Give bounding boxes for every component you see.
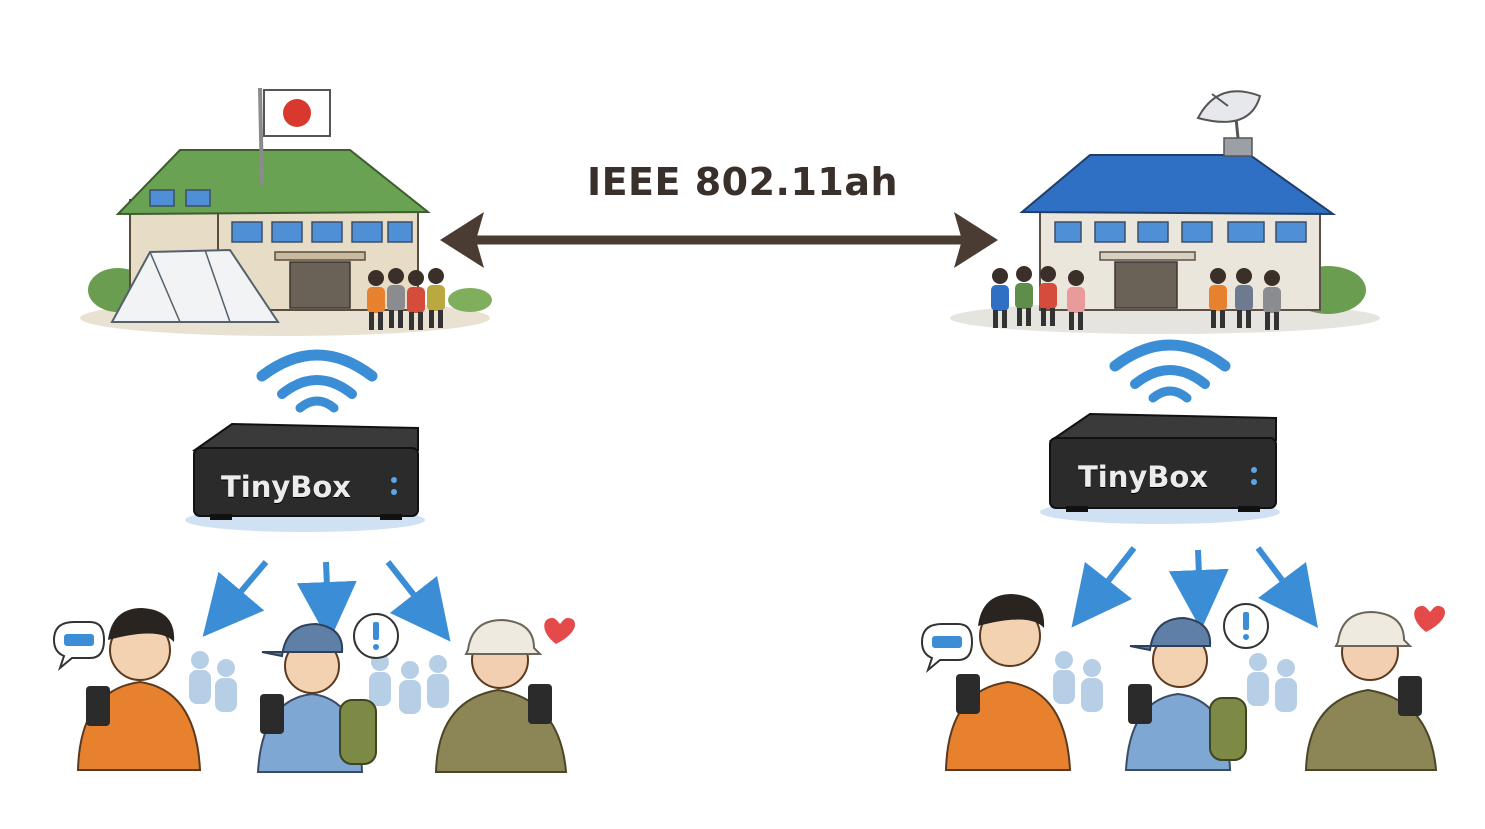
tent — [110, 248, 280, 323]
right-tinybox — [1040, 412, 1280, 524]
smartphone-icon — [528, 684, 552, 724]
left-distribution-arrows — [202, 560, 451, 642]
left-users — [52, 608, 576, 773]
heart-icon — [1414, 606, 1446, 632]
right-site — [950, 90, 1380, 334]
left-bush-2 — [448, 288, 492, 312]
user-older-man — [1304, 610, 1438, 771]
right-users — [920, 594, 1446, 771]
user-older-man — [434, 618, 568, 773]
left-crowd-building — [367, 268, 445, 330]
exclamation-icon — [1223, 603, 1269, 649]
flag-icon — [258, 87, 331, 186]
wifi-icon — [256, 349, 378, 413]
chat-bubble-icon — [52, 621, 106, 672]
link-label: IEEE 802.11ah — [586, 160, 899, 204]
satellite-dish-icon — [1196, 90, 1262, 157]
smartphone-icon — [956, 674, 980, 714]
left-site — [80, 87, 492, 336]
heart-icon — [544, 618, 576, 644]
right-distribution-arrows — [1071, 546, 1318, 630]
smartphone-icon — [1398, 676, 1422, 716]
user-woman-cap — [1124, 616, 1247, 771]
right-tinybox-label: TinyBox — [1077, 460, 1208, 494]
left-tinybox-label: TinyBox — [220, 470, 351, 504]
wifi-icon — [1109, 339, 1231, 403]
link-arrow — [440, 212, 998, 268]
user-woman-cap — [256, 622, 377, 773]
user-man-orange — [76, 608, 202, 771]
smartphone-icon — [260, 694, 284, 734]
right-crowd-building — [991, 266, 1281, 330]
smartphone-icon — [86, 686, 110, 726]
smartphone-icon — [1128, 684, 1152, 724]
user-man-orange — [944, 594, 1072, 771]
hall-building — [1019, 154, 1337, 311]
left-tinybox — [185, 422, 425, 532]
chat-bubble-icon — [920, 623, 974, 674]
exclamation-icon — [353, 613, 399, 659]
